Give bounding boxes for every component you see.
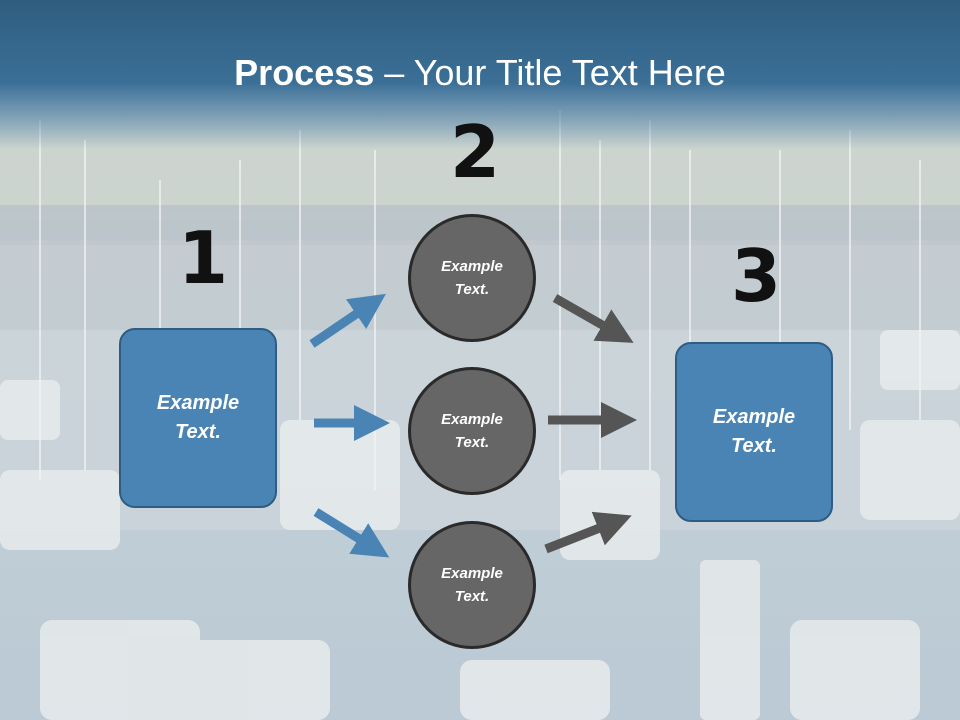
title-rest: – Your Title Text Here: [374, 52, 726, 93]
arrow-to-circle-1: [309, 293, 386, 348]
arrow-to-circle-3: [313, 508, 390, 558]
process-circle-1: Example Text.: [408, 214, 536, 342]
title-bar: [0, 0, 960, 150]
slide-title: Process – Your Title Text Here: [0, 52, 960, 94]
process-box-3: Example Text.: [675, 342, 833, 522]
title-bold: Process: [234, 52, 375, 93]
process-circle-2: Example Text.: [408, 367, 536, 495]
process-box-3-text: Example Text.: [712, 406, 796, 457]
process-box-1: Example Text.: [119, 328, 277, 508]
process-box-1-text: Example Text.: [156, 392, 240, 443]
process-circle-2-text: Example Text.: [441, 411, 503, 451]
step-number-1: 1: [178, 216, 229, 300]
process-circle-3: Example Text.: [408, 521, 536, 649]
arrow-from-circle-3: [544, 511, 632, 554]
arrow-from-circle-1: [552, 294, 634, 343]
step-number-2: 2: [450, 110, 501, 194]
process-circle-1-text: Example Text.: [441, 258, 503, 298]
process-circle-3-text: Example Text.: [441, 565, 503, 605]
step-number-3: 3: [731, 234, 782, 318]
